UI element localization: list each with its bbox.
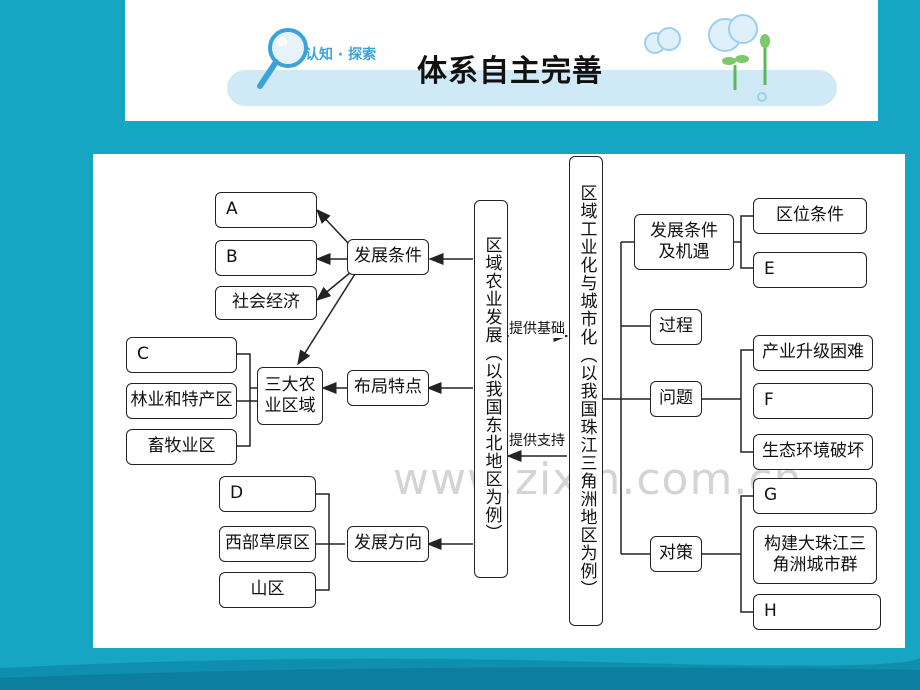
agri-center-text: 区域农业发展（以我国东北地区为例） [481,236,502,542]
node-a: A [215,192,317,228]
node-f: F [753,383,873,419]
cloud-sprout-icon [644,14,770,102]
node-ind-center: 区域工业化与城市化（以我国珠江三角洲地区为例） [569,156,603,626]
node-d: D [219,476,316,512]
node-three-zones: 三大农业区域 [257,367,323,425]
node-ind-conditions: 发展条件及机遇 [634,214,734,270]
node-agri-center: 区域农业发展（以我国东北地区为例） [474,200,508,578]
node-direction: 发展方向 [347,526,429,562]
banner-title: 体系自主完善 [417,54,603,89]
banner-label: 认知 · 探索 [305,47,377,63]
node-eco: 生态环境破坏 [753,434,873,470]
node-h: H [753,594,881,630]
node-forest-zone: 林业和特产区 [126,383,237,419]
ind-center-text: 区域工业化与城市化（以我国珠江三角洲地区为例） [576,184,597,598]
banner: 认知 · 探索 体系自主完善 [125,0,878,121]
link-label-foundation: 提供基础 [509,318,565,338]
magnifier-icon [257,28,308,89]
node-upgrade: 产业升级困难 [753,335,873,371]
connector-lines [237,208,753,613]
node-location: 区位条件 [753,198,867,234]
node-b: B [215,240,317,276]
node-measures: 对策 [650,536,702,572]
node-c: C [126,337,237,373]
node-livestock-zone: 畜牧业区 [126,429,237,465]
node-layout: 布局特点 [347,370,429,406]
node-mountain: 山区 [219,572,316,608]
node-process: 过程 [650,309,702,345]
node-g: G [753,478,877,514]
node-city-group: 构建大珠江三角洲城市群 [753,526,877,584]
node-west-grassland: 西部草原区 [219,526,316,562]
node-problems: 问题 [650,381,702,417]
bottom-swoosh [0,658,920,690]
node-e: E [753,252,867,288]
link-label-support: 提供支持 [509,430,565,450]
diagram-panel: www.zixin.com.cn [93,154,905,648]
node-social-economy: 社会经济 [215,286,317,320]
node-dev-conditions: 发展条件 [347,239,429,275]
